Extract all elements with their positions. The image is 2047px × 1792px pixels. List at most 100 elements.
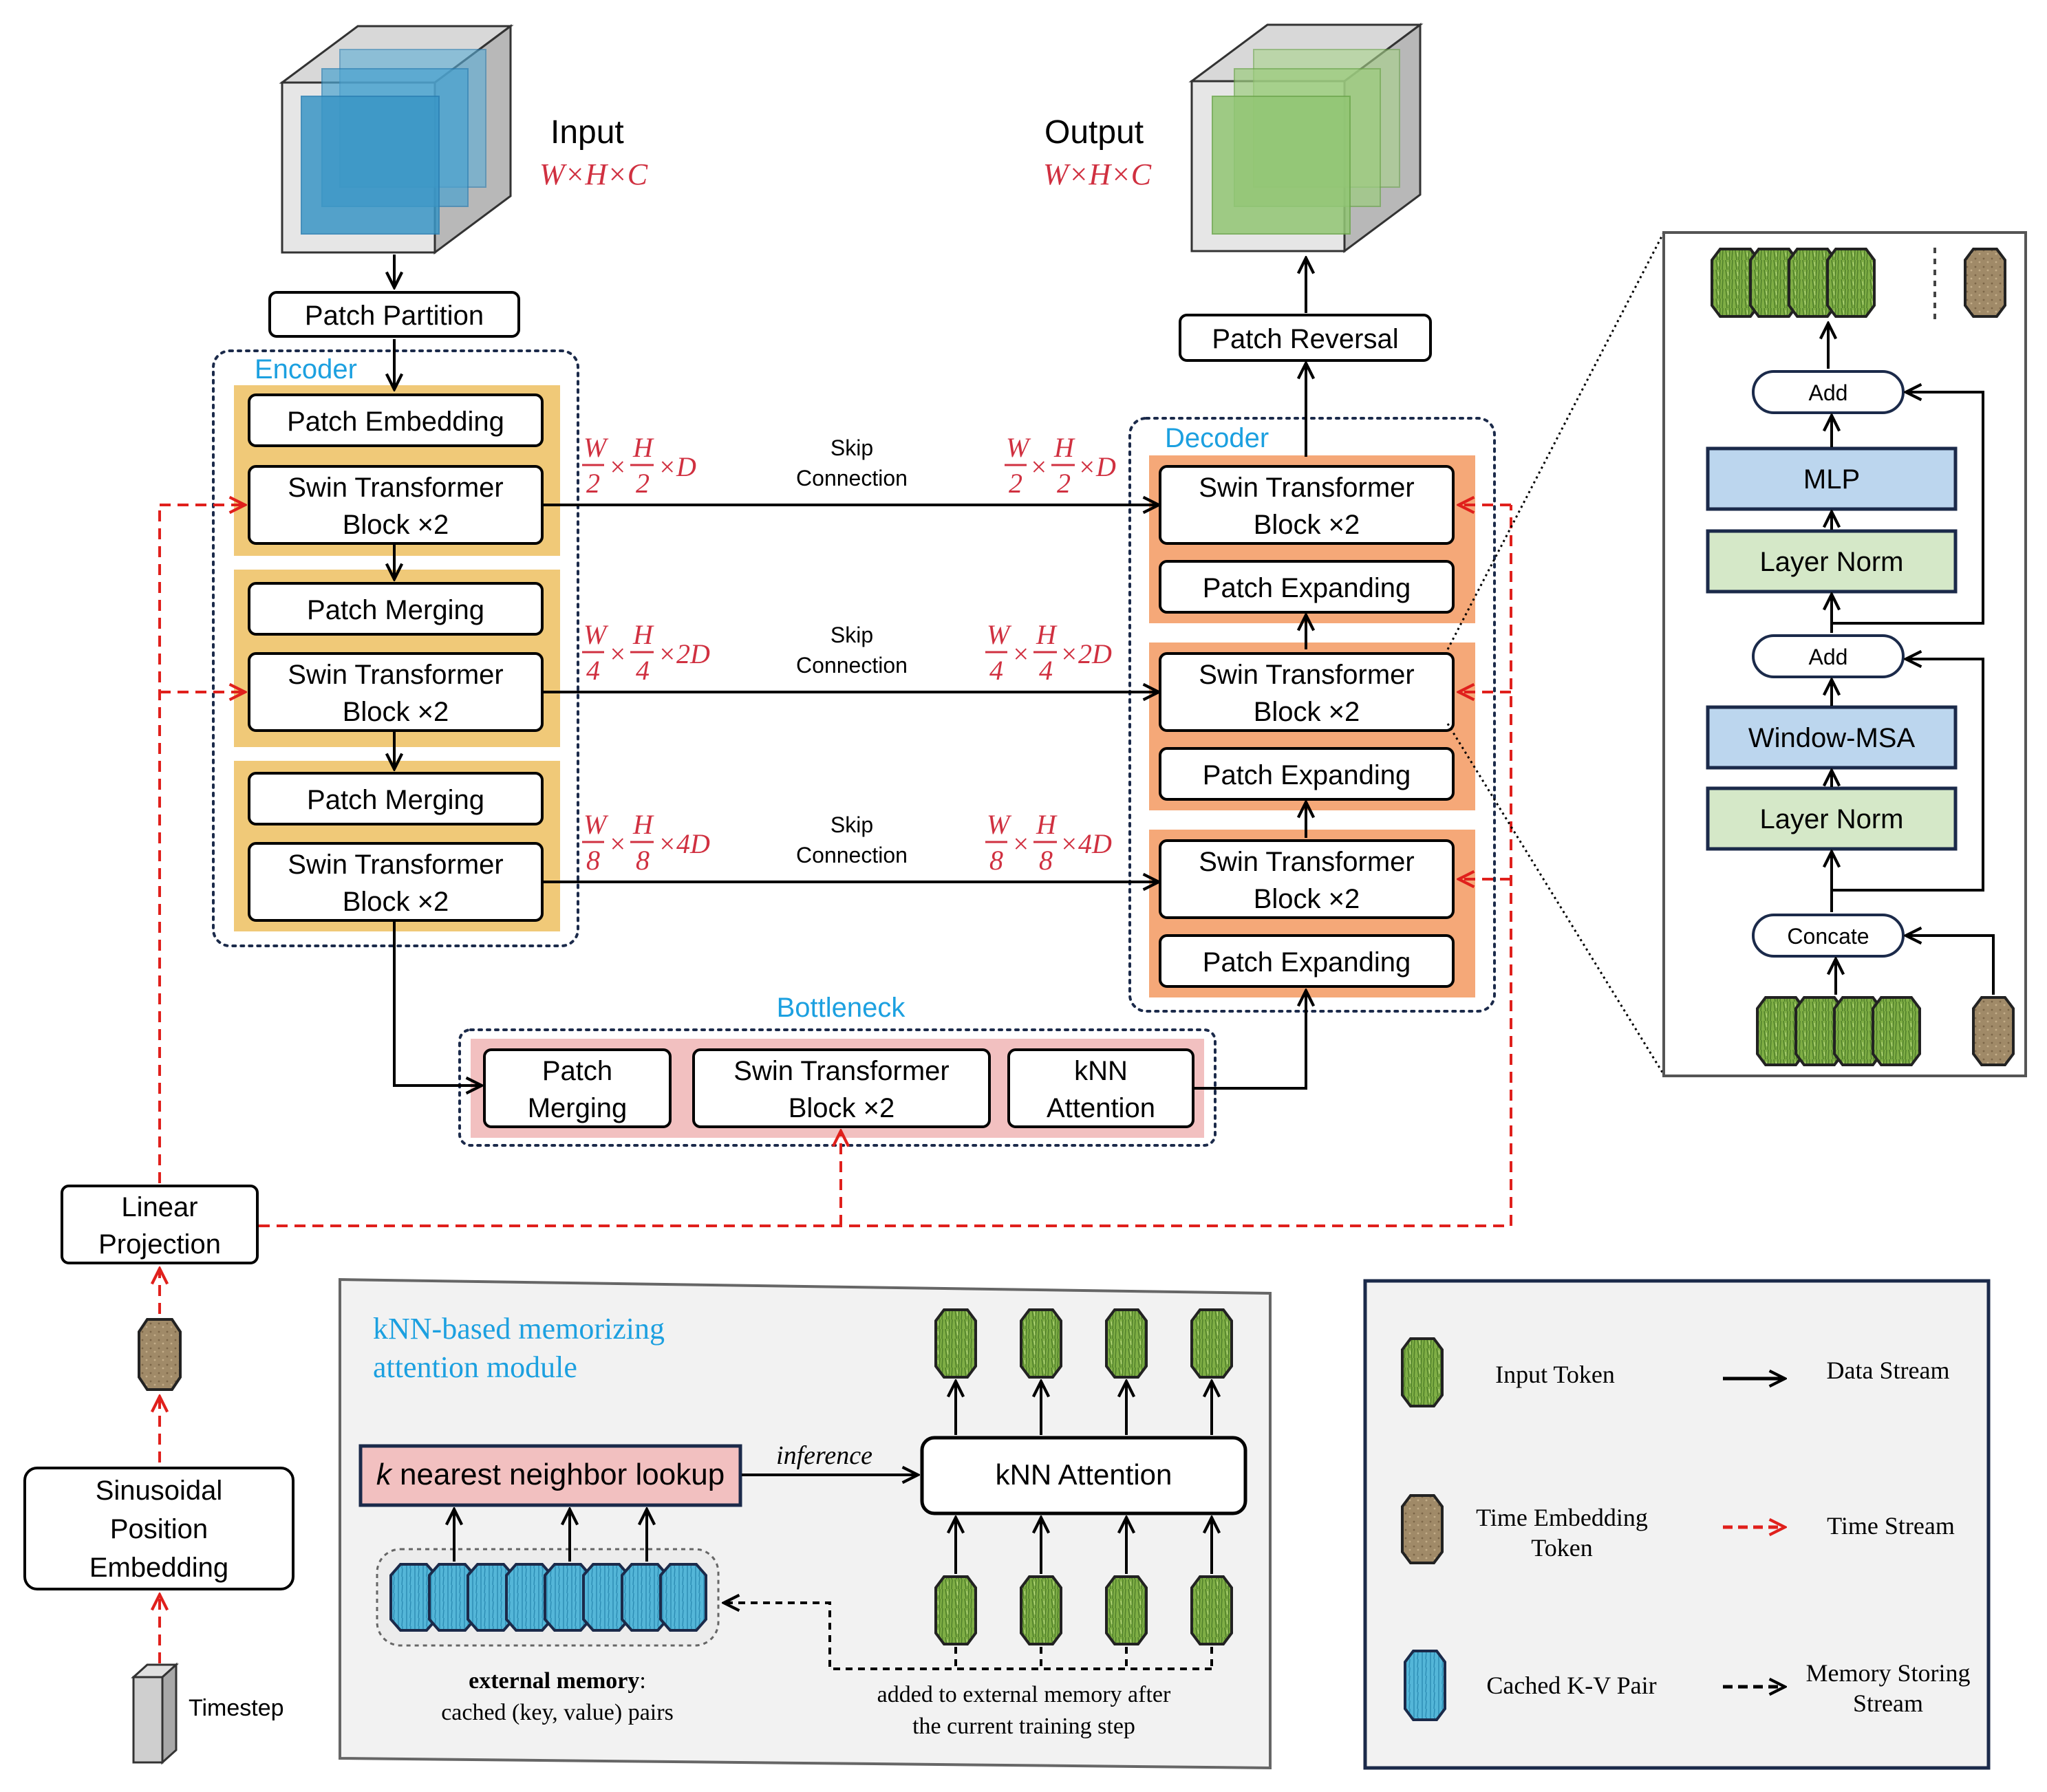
legend-input-token-label: Input Token [1495, 1361, 1615, 1388]
sinusoidal-line3: Embedding [89, 1553, 228, 1583]
svg-text:2: 2 [1009, 468, 1022, 499]
linear-projection-line2: Projection [98, 1229, 221, 1260]
external-memory-caption-line2: cached (key, value) pairs [441, 1700, 674, 1725]
decoder-container [1128, 417, 1496, 1013]
svg-text:H: H [632, 619, 654, 650]
token-icon [1749, 248, 1799, 318]
encoder-dims-1: W 2 × H 2 ×D [582, 432, 696, 499]
decoder-dims-1: W 2 × H 2 ×D [1005, 432, 1116, 499]
token-icon [1105, 1575, 1148, 1645]
svg-text:×2D: ×2D [1060, 638, 1112, 669]
svg-text:4: 4 [989, 655, 1003, 686]
patch-embedding-label: Patch Embedding [287, 407, 504, 437]
add-top-label: Add [1809, 380, 1848, 405]
encoder-swin-2-line2: Block ×2 [343, 697, 449, 727]
kv-token-icon [582, 1563, 630, 1632]
linear-projection-line1: Linear [121, 1192, 197, 1222]
svg-text:×: × [608, 451, 627, 482]
add-middle-label: Add [1809, 645, 1848, 669]
decoder-swin-2-line2: Block ×2 [1254, 697, 1360, 727]
knn-lookup-label: k nearest neighbor lookup [376, 1458, 725, 1491]
legend-memory-stream-line2: Stream [1853, 1690, 1923, 1717]
svg-text:×2D: ×2D [658, 638, 710, 669]
decoder-swin-2-line1: Swin Transformer [1199, 660, 1414, 690]
token-icon [1105, 1308, 1148, 1379]
svg-text:×: × [1029, 451, 1048, 482]
encoder-swin-block-1 [248, 465, 544, 545]
token-icon [934, 1308, 977, 1379]
encoder-patch-merging-1-label: Patch Merging [307, 595, 484, 625]
patch-embedding-block [248, 393, 544, 447]
legend-time-token-line2: Token [1531, 1534, 1592, 1562]
patch-partition-label: Patch Partition [305, 301, 484, 331]
svg-text:H: H [632, 432, 654, 463]
decoder-title: Decoder [1165, 423, 1269, 453]
svg-text:W: W [1006, 432, 1031, 463]
svg-text:H: H [1053, 432, 1075, 463]
bottleneck-title: Bottleneck [777, 993, 906, 1023]
token-icon [1833, 996, 1883, 1066]
token-icon [1020, 1308, 1062, 1379]
layer-norm-bottom-label: Layer Norm [1760, 804, 1904, 834]
token-icon [1826, 248, 1876, 318]
decoder-patch-expanding-block-3 [1159, 934, 1455, 988]
legend-panel [1363, 1279, 1991, 1770]
token-icon [1788, 248, 1837, 318]
detail-output-time-token-icon [1964, 248, 2006, 318]
bottleneck-patch-merging-line1: Patch [542, 1056, 612, 1086]
svg-text:2: 2 [636, 468, 650, 499]
bottleneck-patch-merging-line2: Merging [528, 1093, 628, 1123]
timestep-label: Timestep [189, 1695, 284, 1721]
decoder-patch-expanding-block-1 [1159, 560, 1455, 614]
bottleneck-swin-block [692, 1048, 991, 1128]
skip-2-line2: Connection [796, 653, 908, 678]
skip-3-line2: Connection [796, 843, 908, 867]
decoder-patch-expanding-1-label: Patch Expanding [1203, 573, 1411, 603]
mlp-block [1706, 446, 1958, 511]
svg-text:×D: ×D [658, 451, 696, 482]
decoder-dims-3: W 8 × H 8 ×4D [985, 809, 1112, 876]
layer-norm-top-block [1706, 529, 1958, 594]
detail-input-tokens [1756, 996, 1921, 1066]
decoder-swin-1-line2: Block ×2 [1254, 510, 1360, 540]
svg-text:W: W [583, 809, 609, 840]
encoder-swin-2-line1: Swin Transformer [288, 660, 503, 690]
added-caption-line1: added to external memory after [877, 1682, 1171, 1707]
legend-input-token-icon [1401, 1337, 1444, 1407]
knn-module-title-line1: kNN-based memorizing [373, 1312, 665, 1346]
token-icon [1190, 1308, 1233, 1379]
decoder-patch-expanding-block-2 [1159, 747, 1455, 801]
token-icon [1020, 1575, 1062, 1645]
svg-text:W: W [583, 432, 609, 463]
linear-projection-block [61, 1185, 259, 1264]
decoder-swin-3-line2: Block ×2 [1254, 884, 1360, 914]
skip-1-line1: Skip [830, 435, 873, 460]
kv-token-icon [621, 1563, 669, 1632]
token-icon [934, 1575, 977, 1645]
window-msa-block [1706, 705, 1958, 770]
add-middle-node [1752, 634, 1905, 678]
svg-text:×4D: ×4D [658, 828, 710, 859]
svg-text:8: 8 [586, 845, 600, 876]
knn-attention-label: kNN Attention [996, 1458, 1172, 1491]
token-icon [1756, 996, 1805, 1066]
kv-token-icon [428, 1563, 476, 1632]
bottleneck-knn-line2: Attention [1047, 1093, 1155, 1123]
decoder-patch-expanding-2-label: Patch Expanding [1203, 760, 1411, 790]
svg-text:×: × [608, 638, 627, 669]
encoder-swin-3-line1: Swin Transformer [288, 850, 503, 880]
detail-input-time-token-icon [1972, 996, 2015, 1066]
token-icon [1794, 996, 1844, 1066]
encoder-patch-merging-block-1 [248, 582, 544, 636]
legend-data-stream-label: Data Stream [1827, 1357, 1950, 1384]
encoder-title: Encoder [255, 354, 357, 385]
decoder-patch-expanding-3-label: Patch Expanding [1203, 947, 1411, 978]
encoder-dims-2: W 4 × H 4 ×2D [582, 619, 710, 686]
encoder-swin-3-line2: Block ×2 [343, 887, 449, 917]
token-icon [1872, 996, 1921, 1066]
svg-text:H: H [1036, 619, 1058, 650]
encoder-swin-1-line1: Swin Transformer [288, 473, 503, 503]
svg-text:4: 4 [636, 655, 650, 686]
legend-memory-stream-line1: Memory Storing [1806, 1659, 1971, 1687]
